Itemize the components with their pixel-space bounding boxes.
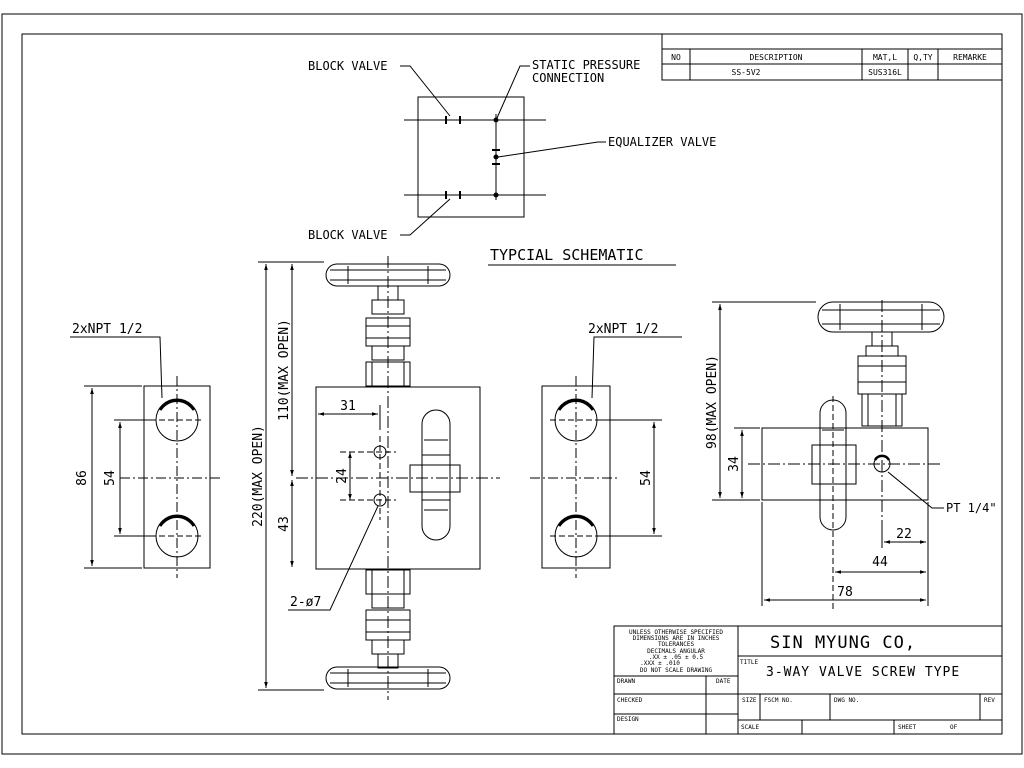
side-view — [712, 300, 945, 610]
front-dim-110: 110(MAX OPEN) — [277, 319, 292, 421]
tb-note-7: DO NOT SCALE DRAWING — [640, 667, 713, 674]
tb-note-4: DECIMALS ANGULAR — [647, 648, 705, 655]
bom-header-material: MAT,L — [873, 53, 897, 62]
static-pressure-label: STATIC PRESSURE — [532, 58, 640, 72]
tb-note-6: .XXX ± .010 — [640, 660, 680, 667]
front-view — [258, 256, 500, 700]
equalizer-valve-label: EQUALIZER VALVE — [608, 135, 716, 149]
side-dim-98: 98(MAX OPEN) — [705, 355, 720, 449]
left-view — [70, 336, 222, 578]
side-dim-44: 44 — [872, 555, 888, 570]
front-dim-24: 24 — [335, 468, 350, 484]
bom-header-no: NO — [671, 53, 681, 62]
drawing-title: 3-WAY VALVE SCREW TYPE — [766, 665, 960, 680]
checked-label: CHECKED — [617, 697, 643, 704]
right-npt-note: 2xNPT 1/2 — [588, 322, 658, 337]
bom-header-description: DESCRIPTION — [750, 53, 803, 62]
tb-note-1: UNLESS OTHERWISE SPECIFIED — [629, 629, 723, 636]
tb-note-3: TOLERANCES — [658, 641, 695, 648]
outer-border — [1, 13, 1023, 755]
left-npt-note: 2xNPT 1/2 — [72, 322, 142, 337]
left-dim-54: 54 — [103, 470, 118, 486]
drawn-label: DRAWN — [617, 678, 635, 685]
fscm-label: FSCM NO. — [764, 697, 793, 704]
front-dim-43: 43 — [277, 516, 292, 532]
date-label: DATE — [716, 678, 731, 685]
right-dim-54: 54 — [639, 470, 654, 486]
side-port-note: PT 1/4" — [946, 501, 997, 515]
side-dim-22: 22 — [896, 527, 912, 542]
size-label: SIZE — [742, 697, 757, 704]
of-label: OF — [950, 724, 958, 731]
block-valve-top-label: BLOCK VALVE — [308, 59, 387, 73]
left-dim-86: 86 — [75, 470, 90, 486]
front-dim-31: 31 — [340, 399, 356, 414]
side-dim-78: 78 — [837, 585, 853, 600]
schematic-title: TYPCIAL SCHEMATIC — [490, 246, 644, 264]
bom-table — [661, 33, 1003, 81]
company-name: SIN MYUNG CO, — [770, 633, 916, 653]
bom-header-qty: Q,TY — [913, 53, 932, 62]
front-hole-note: 2-ø7 — [290, 595, 321, 610]
schematic-diagram — [400, 65, 676, 266]
tb-note-5: .XX ± .05 ± 0.5 — [649, 654, 704, 661]
inner-border — [21, 33, 1003, 735]
title-block — [613, 625, 1003, 735]
dwg-label: DWG NO. — [834, 697, 859, 704]
scale-label: SCALE — [741, 724, 759, 731]
sheet-label: SHEET — [898, 724, 916, 731]
rev-label: REV — [984, 697, 995, 704]
bom-row-description: SS-5V2 — [732, 68, 761, 77]
tb-note-2: DIMENSIONS ARE IN INCHES — [633, 635, 720, 642]
bom-header-remarks: REMARKE — [953, 53, 987, 62]
front-dim-220: 220(MAX OPEN) — [251, 425, 266, 527]
bom-row-material: SUS316L — [868, 68, 902, 77]
side-dim-34: 34 — [727, 456, 742, 472]
title-label: TITLE — [740, 659, 758, 666]
block-valve-bottom-label: BLOCK VALVE — [308, 228, 387, 242]
right-face-view — [530, 336, 682, 578]
connection-label: CONNECTION — [532, 71, 604, 85]
design-label: DESIGN — [617, 716, 639, 723]
